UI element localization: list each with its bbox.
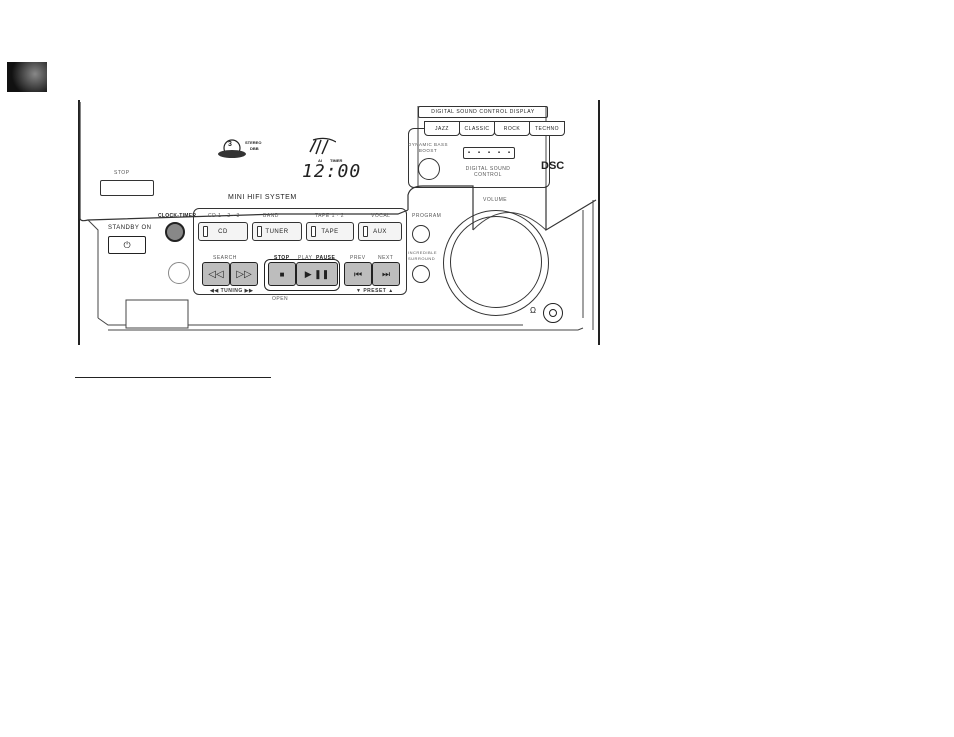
headphones-icon: Ω (530, 306, 536, 315)
dsc-selector-window[interactable]: ▪▪▪▪▪ (463, 147, 515, 159)
section-rule (75, 377, 271, 378)
source-panel (193, 208, 407, 295)
incredible-surround-button[interactable] (412, 265, 430, 283)
stereo-indicator: STEREO (245, 140, 262, 145)
ir-sensor (168, 262, 190, 284)
volume-knob-housing (443, 210, 549, 316)
clock-timer-label: CLOCK-TIMER (158, 213, 197, 219)
lcd-time: 12:00 (302, 161, 362, 182)
prev-button[interactable]: ⏮ (344, 262, 372, 286)
tuning-label: ◀◀ TUNING ▶▶ (210, 288, 254, 294)
next-icon: ⏭ (381, 268, 391, 279)
aux-button[interactable]: AUX (358, 222, 402, 241)
play-stop-group (264, 259, 340, 291)
source-top-aux: VOCAL (371, 213, 391, 219)
dsc-display-title: DIGITAL SOUND CONTROL DISPLAY (431, 109, 535, 115)
prev-label: PREV (350, 255, 366, 261)
program-button[interactable] (412, 225, 430, 243)
dsc-control-label: DIGITAL SOUND CONTROL (465, 166, 511, 178)
dsc-logo: DSC (541, 160, 565, 172)
preset-label: ▼ PRESET ▲ (356, 288, 394, 294)
dsc-tab-classic[interactable]: CLASSIC (459, 121, 495, 136)
rewind-button[interactable]: ◁◁ (202, 262, 230, 286)
standby-button[interactable]: ⏻ (108, 236, 146, 254)
device-illustration: DIGITAL SOUND CONTROL DISPLAY DYNAMIC BA… (78, 100, 603, 345)
dynamic-bass-boost-button[interactable] (418, 158, 440, 180)
stop-button[interactable]: ■ (268, 262, 296, 286)
source-top-cd: CD 1 · 2 · 3 (208, 213, 240, 219)
volume-label: VOLUME (483, 197, 508, 203)
device-outline (79, 102, 597, 331)
tape-button[interactable]: TAPE (306, 222, 354, 241)
source-top-tuner: BAND (263, 213, 279, 219)
timer-indicator: TIMER (330, 158, 343, 163)
open-label: OPEN (272, 296, 289, 302)
play-label: PLAY (298, 255, 313, 261)
power-icon: ⏻ (123, 239, 131, 250)
prev-icon: ⏮ (353, 268, 363, 279)
play-pause-button[interactable]: ▶ ❚❚ (296, 262, 338, 286)
next-label: NEXT (378, 255, 394, 261)
program-label: PROGRAM (412, 213, 442, 219)
clock-timer-button[interactable] (165, 222, 185, 242)
page-marker-tab (7, 62, 47, 92)
ai-indicator: AI (318, 158, 322, 163)
incredible-surround-label: INCREDIBLE SURROUND (408, 250, 438, 261)
source-top-tape: TAPE 1 · 2 (315, 213, 345, 219)
dynamic-bass-boost-label: DYNAMIC BASS BOOST (408, 142, 449, 153)
lcd-display (218, 137, 336, 158)
dbb-indicator: DBB (250, 146, 259, 151)
headphone-jack[interactable] (543, 303, 563, 323)
cd-button[interactable]: CD (198, 222, 248, 241)
pause-label: PAUSE (316, 255, 336, 261)
tray-window (100, 180, 154, 196)
disc-number: 3 (228, 141, 232, 148)
stop-icon: ■ (279, 269, 285, 279)
play-pause-icon: ▶ ❚❚ (304, 268, 330, 279)
dsc-tab-techno[interactable]: TECHNO (529, 121, 565, 136)
tray-label: STOP (114, 170, 130, 176)
tuner-button[interactable]: TUNER (252, 222, 302, 241)
stop-label: STOP (274, 255, 290, 261)
next-button[interactable]: ⏭ (372, 262, 400, 286)
standby-label: STANDBY ON (108, 225, 152, 231)
search-label: SEARCH (213, 255, 237, 261)
rewind-icon: ◁◁ (208, 268, 224, 280)
volume-knob[interactable] (450, 216, 542, 308)
dsc-tab-rock[interactable]: ROCK (494, 121, 530, 136)
fast-forward-icon: ▷▷ (236, 268, 252, 280)
product-name: MINI HIFI SYSTEM (228, 194, 297, 201)
fast-forward-button[interactable]: ▷▷ (230, 262, 258, 286)
dsc-tab-jazz[interactable]: JAZZ (424, 121, 460, 136)
